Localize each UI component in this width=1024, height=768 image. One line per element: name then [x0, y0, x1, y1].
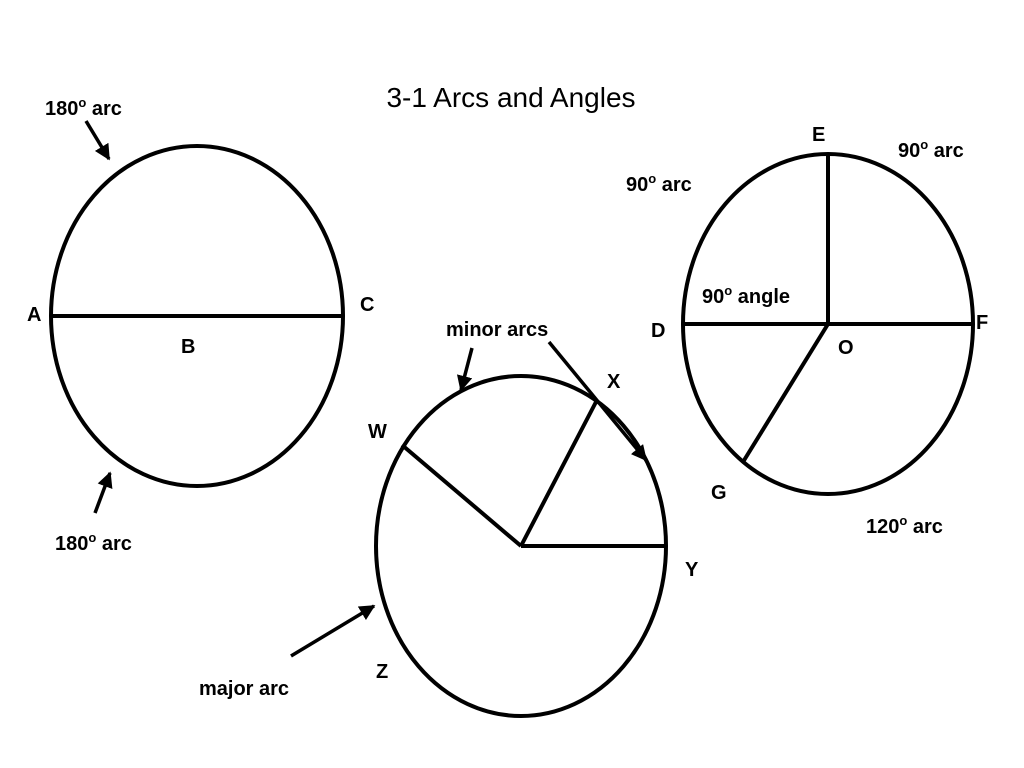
point-g-label: G: [711, 482, 727, 504]
minor-arc-arrow-right: [547, 340, 648, 462]
bottom-arc-label: 180o arc: [55, 530, 132, 555]
minor-arcs-label: minor arcs: [446, 319, 548, 341]
point-f-label: F: [976, 312, 988, 334]
point-o-label: O: [838, 337, 854, 359]
circle-defgo: E D F O G 90o arc 90o arc 90o angle 120o…: [626, 124, 988, 538]
circle-abc-outline: [49, 144, 345, 488]
bottom-arc-arrow: [93, 471, 113, 514]
point-x-label: X: [607, 371, 621, 393]
circle-abc: A C B 180o arc 180o arc: [27, 95, 374, 555]
radius-x: [519, 399, 599, 547]
right-90-arc-label: 90o arc: [898, 137, 964, 162]
radius-w: [400, 443, 523, 548]
circle-wxyz: W X Y Z minor arcs major arc: [199, 319, 699, 718]
major-arc-arrow: [290, 604, 376, 658]
major-arc-label: major arc: [199, 678, 289, 700]
left-90-arc-label: 90o arc: [626, 171, 692, 196]
point-a-label: A: [27, 304, 41, 326]
point-y-label: Y: [685, 559, 699, 581]
top-arc-arrow: [84, 120, 111, 161]
top-arc-label: 180o arc: [45, 95, 122, 120]
point-b-label: B: [181, 336, 195, 358]
point-e-label: E: [812, 124, 825, 146]
radius-g: [741, 322, 830, 464]
slide-title: 3-1 Arcs and Angles: [386, 82, 635, 113]
point-z-label: Z: [376, 661, 388, 683]
point-d-label: D: [651, 320, 665, 342]
point-c-label: C: [360, 294, 374, 316]
right-angle-label: 90o angle: [702, 283, 790, 308]
minor-arc-arrow-left: [456, 347, 474, 392]
bottom-120-arc-label: 120o arc: [866, 513, 943, 538]
point-w-label: W: [368, 421, 387, 443]
